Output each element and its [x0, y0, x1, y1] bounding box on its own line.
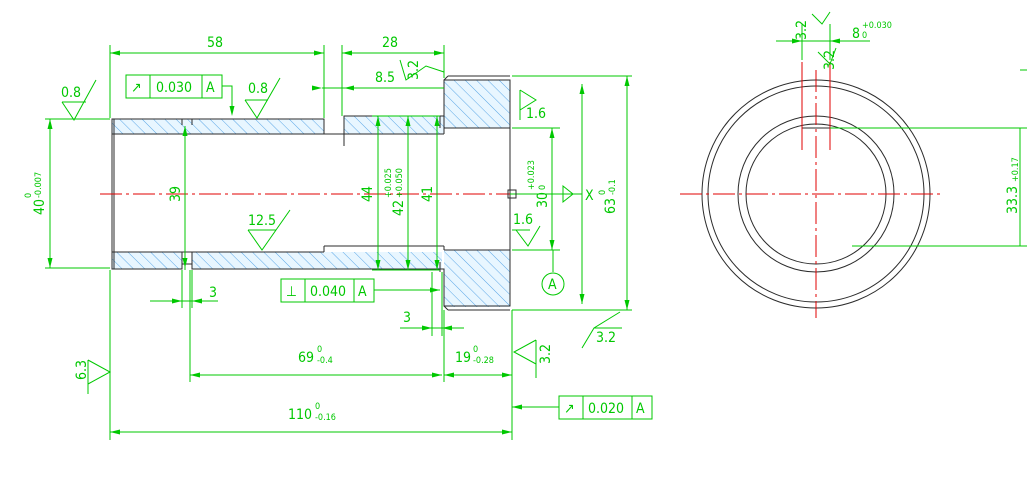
dim-69: 69 0 -0.4: [189, 270, 442, 382]
dim-42-label: 42: [391, 200, 407, 216]
dim-3-top: 3: [150, 270, 218, 308]
axis-x-label: X: [585, 188, 594, 204]
svg-text:+0.023: +0.023: [527, 160, 537, 190]
svg-text:0.040: 0.040: [310, 284, 346, 300]
runout-symbol-icon: ↗: [131, 80, 142, 96]
dim-28: 28: [341, 35, 445, 116]
svg-text:3.2: 3.2: [596, 330, 616, 346]
roughness-12-5: 12.5: [247, 209, 291, 251]
svg-text:3.2: 3.2: [794, 20, 810, 40]
svg-text:0: 0: [473, 345, 478, 355]
svg-text:A: A: [548, 277, 557, 293]
svg-text:1.6: 1.6: [513, 212, 533, 228]
dim-39: 39: [168, 126, 188, 270]
roughness-1-6-center: 1.6: [512, 212, 541, 247]
dim-28-label: 28: [382, 35, 398, 51]
svg-text:0: 0: [315, 402, 320, 412]
roughness-3-2-endview-b: 3.2: [817, 47, 838, 70]
dim-44-label: 44: [360, 186, 376, 202]
svg-text:33.3: 33.3: [1005, 186, 1021, 214]
roughness-6-3: 6.3: [74, 359, 112, 394]
dim-40: 40 0 -0.007: [24, 118, 110, 269]
svg-text:3.2: 3.2: [538, 344, 554, 364]
dim-110-label: 110: [288, 407, 312, 423]
svg-text:+0.17: +0.17: [1011, 157, 1021, 182]
dim-41: 41: [420, 116, 440, 270]
svg-text:0.020: 0.020: [588, 401, 624, 417]
svg-text:0.8: 0.8: [61, 85, 81, 101]
dim-3-bottom: 3: [400, 272, 464, 336]
svg-text:-0.1: -0.1: [608, 179, 618, 195]
dim-63-label: 63: [603, 198, 619, 214]
roughness-3-2-bottom: 3.2: [512, 339, 554, 378]
svg-text:3.2: 3.2: [822, 50, 838, 70]
dim-8-5: 8.5: [312, 70, 444, 91]
dim-58: 58: [109, 35, 325, 118]
dim-41-label: 41: [420, 186, 436, 202]
tolerance-frame-bottom: ↗ 0.020 A: [512, 395, 653, 420]
svg-text:0.030: 0.030: [156, 80, 192, 96]
roughness-0-8-left: 0.8: [61, 79, 97, 121]
dim-30: 30 +0.023 0: [512, 127, 560, 251]
svg-text:-0.16: -0.16: [315, 413, 336, 423]
dim-19-label: 19: [455, 350, 471, 366]
svg-text:3.2: 3.2: [406, 60, 422, 80]
roughness-3-2-top: 3.2: [399, 59, 445, 81]
dim-42: 42 +0.025 +0.050: [372, 115, 440, 271]
svg-text:0: 0: [538, 185, 548, 190]
roughness-0-8-mid: 0.8: [244, 77, 281, 119]
dim-8-keyway: 8 +0.030 0: [776, 21, 892, 60]
runout-symbol-icon: ↗: [564, 401, 575, 417]
datum-marker-a: A: [541, 250, 565, 296]
end-view: 8 +0.030 0 3.2 3.2 33.3 +0.17: [680, 11, 1027, 318]
svg-text:A: A: [358, 284, 367, 300]
dim-69-label: 69: [298, 350, 314, 366]
svg-text:A: A: [636, 401, 645, 417]
dim-39-label: 39: [168, 186, 184, 202]
roughness-3-2-lower: 3.2: [581, 311, 622, 349]
tolerance-frame-perpendicular: ⊥ 0.040 A: [280, 278, 440, 303]
dim-19: 19 0 -0.28: [443, 310, 513, 440]
svg-text:+0.050: +0.050: [395, 168, 405, 198]
svg-text:0: 0: [24, 193, 34, 198]
dim-110: 110 0 -0.16: [109, 270, 512, 440]
svg-text:+0.025: +0.025: [384, 168, 394, 198]
dim-30-label: 30: [535, 192, 551, 208]
dim-63: 63 0 -0.1: [512, 75, 632, 311]
dim-40-label: 40: [32, 199, 48, 215]
dim-3-top-label: 3: [209, 285, 217, 301]
svg-text:A: A: [206, 80, 215, 96]
roughness-1-6-right: 1.6: [519, 89, 546, 122]
svg-text:0.8: 0.8: [248, 81, 268, 97]
svg-text:0: 0: [598, 190, 608, 195]
dim-58-label: 58: [207, 35, 223, 51]
dim-8-5-label: 8.5: [375, 70, 395, 86]
part-outline: [111, 75, 511, 311]
svg-text:12.5: 12.5: [248, 213, 276, 229]
dim-44: 44: [360, 116, 381, 270]
svg-text:-0.007: -0.007: [34, 172, 44, 198]
perpendicularity-symbol-icon: ⊥: [286, 284, 297, 300]
roughness-3-2-endview-a: 3.2: [794, 11, 831, 40]
svg-text:1.6: 1.6: [526, 106, 546, 122]
section-hatching: [112, 80, 510, 307]
svg-text:0: 0: [862, 31, 867, 41]
svg-text:8: 8: [852, 26, 860, 42]
dim-3-bottom-label: 3: [403, 310, 411, 326]
svg-text:+0.030: +0.030: [862, 21, 892, 31]
tolerance-frame-top: ↗ 0.030 A: [125, 74, 235, 116]
svg-text:-0.4: -0.4: [317, 356, 333, 366]
svg-text:-0.28: -0.28: [473, 356, 494, 366]
section-view: 58 28 8.5 3: [24, 35, 653, 440]
svg-text:6.3: 6.3: [74, 360, 90, 380]
svg-text:0: 0: [317, 345, 322, 355]
dim-33-3: 33.3 +0.17: [830, 127, 1027, 247]
